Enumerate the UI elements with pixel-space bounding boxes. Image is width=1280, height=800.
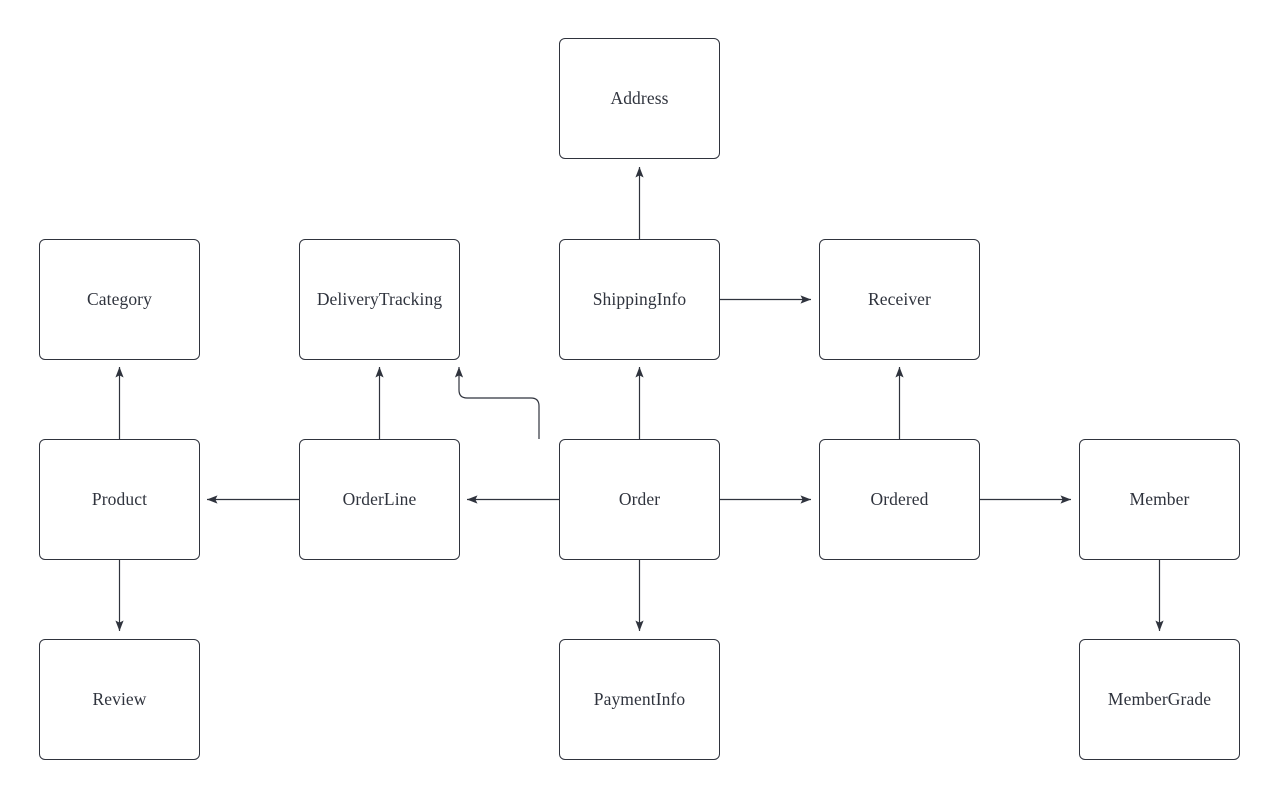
node-label: Review — [92, 688, 147, 709]
node-address[interactable]: Address — [559, 38, 720, 159]
node-label: Receiver — [868, 288, 931, 309]
node-deliverytracking[interactable]: DeliveryTracking — [299, 239, 460, 360]
node-label: ShippingInfo — [592, 288, 687, 309]
node-label: Member — [1129, 488, 1190, 509]
node-orderline[interactable]: OrderLine — [299, 439, 460, 560]
node-category[interactable]: Category — [39, 239, 200, 360]
node-review[interactable]: Review — [39, 639, 200, 760]
node-label: MemberGrade — [1107, 688, 1212, 709]
node-label: DeliveryTracking — [316, 288, 443, 309]
node-order[interactable]: Order — [559, 439, 720, 560]
node-shippinginfo[interactable]: ShippingInfo — [559, 239, 720, 360]
node-label: Address — [610, 87, 669, 108]
node-label: Order — [618, 488, 661, 509]
node-receiver[interactable]: Receiver — [819, 239, 980, 360]
edge-order-to-deliverytracking[interactable] — [454, 366, 540, 439]
node-label: Product — [91, 488, 148, 509]
node-product[interactable]: Product — [39, 439, 200, 560]
node-label: OrderLine — [342, 488, 417, 509]
node-label: Category — [87, 288, 152, 309]
node-label: Ordered — [870, 488, 929, 509]
node-ordered[interactable]: Ordered — [819, 439, 980, 560]
node-label: PaymentInfo — [593, 688, 686, 709]
node-membergrade[interactable]: MemberGrade — [1079, 639, 1240, 760]
node-member[interactable]: Member — [1079, 439, 1240, 560]
node-paymentinfo[interactable]: PaymentInfo — [559, 639, 720, 760]
